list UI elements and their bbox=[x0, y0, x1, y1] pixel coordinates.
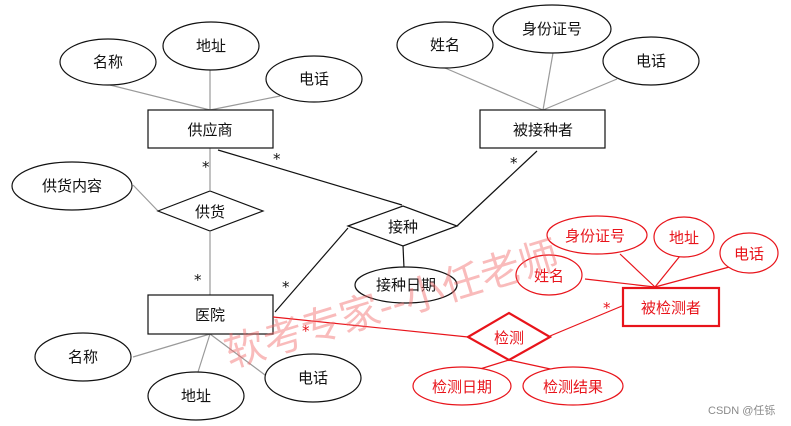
line-hospital-address bbox=[197, 333, 211, 373]
line-vaccinate-date bbox=[402, 245, 405, 269]
entity-hospital: 医院 bbox=[147, 294, 274, 335]
line-testee-address bbox=[654, 255, 681, 288]
attribute-testee-address: 地址 bbox=[653, 216, 715, 258]
attribute-testee-phone: 电话 bbox=[719, 232, 779, 274]
attribute-supplier-name: 名称 bbox=[59, 38, 157, 86]
line-supplier-vaccinate bbox=[217, 149, 403, 206]
line-vaccinee-id bbox=[542, 52, 554, 111]
attribute-label: 身份证号 bbox=[522, 20, 582, 38]
line-vaccinee-name bbox=[444, 67, 544, 111]
attribute-label: 地址 bbox=[181, 387, 211, 405]
cardinality-hospital-test: * bbox=[302, 322, 310, 340]
attribute-vaccinee-name: 姓名 bbox=[396, 21, 494, 69]
attribute-vaccinee-phone: 电话 bbox=[602, 36, 700, 86]
attribute-hospital-name: 名称 bbox=[34, 332, 132, 382]
cardinality-vaccinee-vaccinate: * bbox=[510, 154, 518, 172]
cardinality-hospital-vaccinate: * bbox=[282, 278, 290, 296]
attribute-hospital-address: 地址 bbox=[147, 371, 245, 421]
attribute-label: 名称 bbox=[68, 348, 98, 366]
line-test-testee bbox=[549, 305, 623, 337]
attribute-testee-id: 身份证号 bbox=[546, 215, 648, 255]
attribute-label: 地址 bbox=[196, 37, 226, 55]
attribute-label: 地址 bbox=[669, 229, 699, 247]
line-testee-phone bbox=[654, 265, 734, 288]
attribute-label: 接种日期 bbox=[376, 276, 436, 294]
line-testee-name bbox=[584, 278, 656, 288]
attribute-test-result: 检测结果 bbox=[522, 366, 624, 406]
line-supplier-name bbox=[109, 84, 211, 111]
entity-label: 被接种者 bbox=[513, 121, 573, 139]
attribute-label: 姓名 bbox=[534, 267, 564, 285]
attribute-label: 姓名 bbox=[430, 36, 460, 54]
relationship-supply: 供货 bbox=[156, 190, 265, 232]
entity-label: 被检测者 bbox=[641, 299, 701, 317]
entity-testee: 被检测者 bbox=[621, 286, 721, 328]
line-supply-content bbox=[132, 184, 159, 212]
line-hospital-test bbox=[272, 316, 469, 338]
attribute-label: 供货内容 bbox=[42, 177, 102, 195]
attribute-testee-name: 姓名 bbox=[515, 254, 583, 296]
attribute-label: 电话 bbox=[636, 52, 666, 70]
attribute-label: 名称 bbox=[93, 53, 123, 71]
relationship-label: 检测 bbox=[494, 329, 524, 347]
line-hospital-phone bbox=[209, 333, 266, 376]
line-hospital-name bbox=[132, 333, 211, 358]
relationship-vaccinate: 接种 bbox=[346, 205, 459, 247]
line-test-date bbox=[479, 359, 510, 370]
relationship-label: 供货 bbox=[195, 203, 225, 221]
line-vaccinee-phone bbox=[542, 78, 618, 111]
attribute-supplier-address: 地址 bbox=[162, 21, 260, 71]
line-test-result bbox=[508, 359, 556, 371]
cardinality-supplier-supply: * bbox=[202, 158, 210, 176]
cardinality-hospital-supply: * bbox=[194, 271, 202, 289]
attribute-supplier-phone: 电话 bbox=[265, 55, 363, 103]
entity-label: 医院 bbox=[195, 306, 225, 324]
attribute-label: 检测日期 bbox=[432, 378, 492, 396]
line-supplier-phone bbox=[209, 95, 281, 111]
attribute-label: 电话 bbox=[734, 245, 764, 263]
relationship-test: 检测 bbox=[465, 311, 553, 362]
entity-supplier: 供应商 bbox=[147, 109, 274, 149]
attribute-vaccinate-date: 接种日期 bbox=[354, 266, 458, 304]
attribute-label: 电话 bbox=[299, 70, 329, 88]
attribute-label: 检测结果 bbox=[543, 378, 603, 396]
attribute-vaccinee-id: 身份证号 bbox=[492, 4, 612, 54]
attribute-label: 身份证号 bbox=[565, 227, 625, 245]
entity-vaccinee: 被接种者 bbox=[479, 109, 606, 149]
credit-label: CSDN @任铄 bbox=[708, 403, 775, 417]
cardinality-supplier-vaccinate: * bbox=[273, 150, 281, 168]
relationship-label: 接种 bbox=[388, 218, 418, 236]
cardinality-testee-test: * bbox=[603, 299, 611, 317]
line-testee-id bbox=[619, 253, 656, 288]
line-vaccinee-vaccinate bbox=[456, 150, 538, 227]
attribute-supply-content: 供货内容 bbox=[11, 161, 133, 211]
entity-label: 供应商 bbox=[187, 121, 232, 139]
attribute-label: 电话 bbox=[298, 369, 328, 387]
attribute-test-date: 检测日期 bbox=[412, 366, 512, 406]
line-hospital-vaccinate bbox=[274, 227, 349, 313]
attribute-hospital-phone: 电话 bbox=[264, 353, 362, 403]
